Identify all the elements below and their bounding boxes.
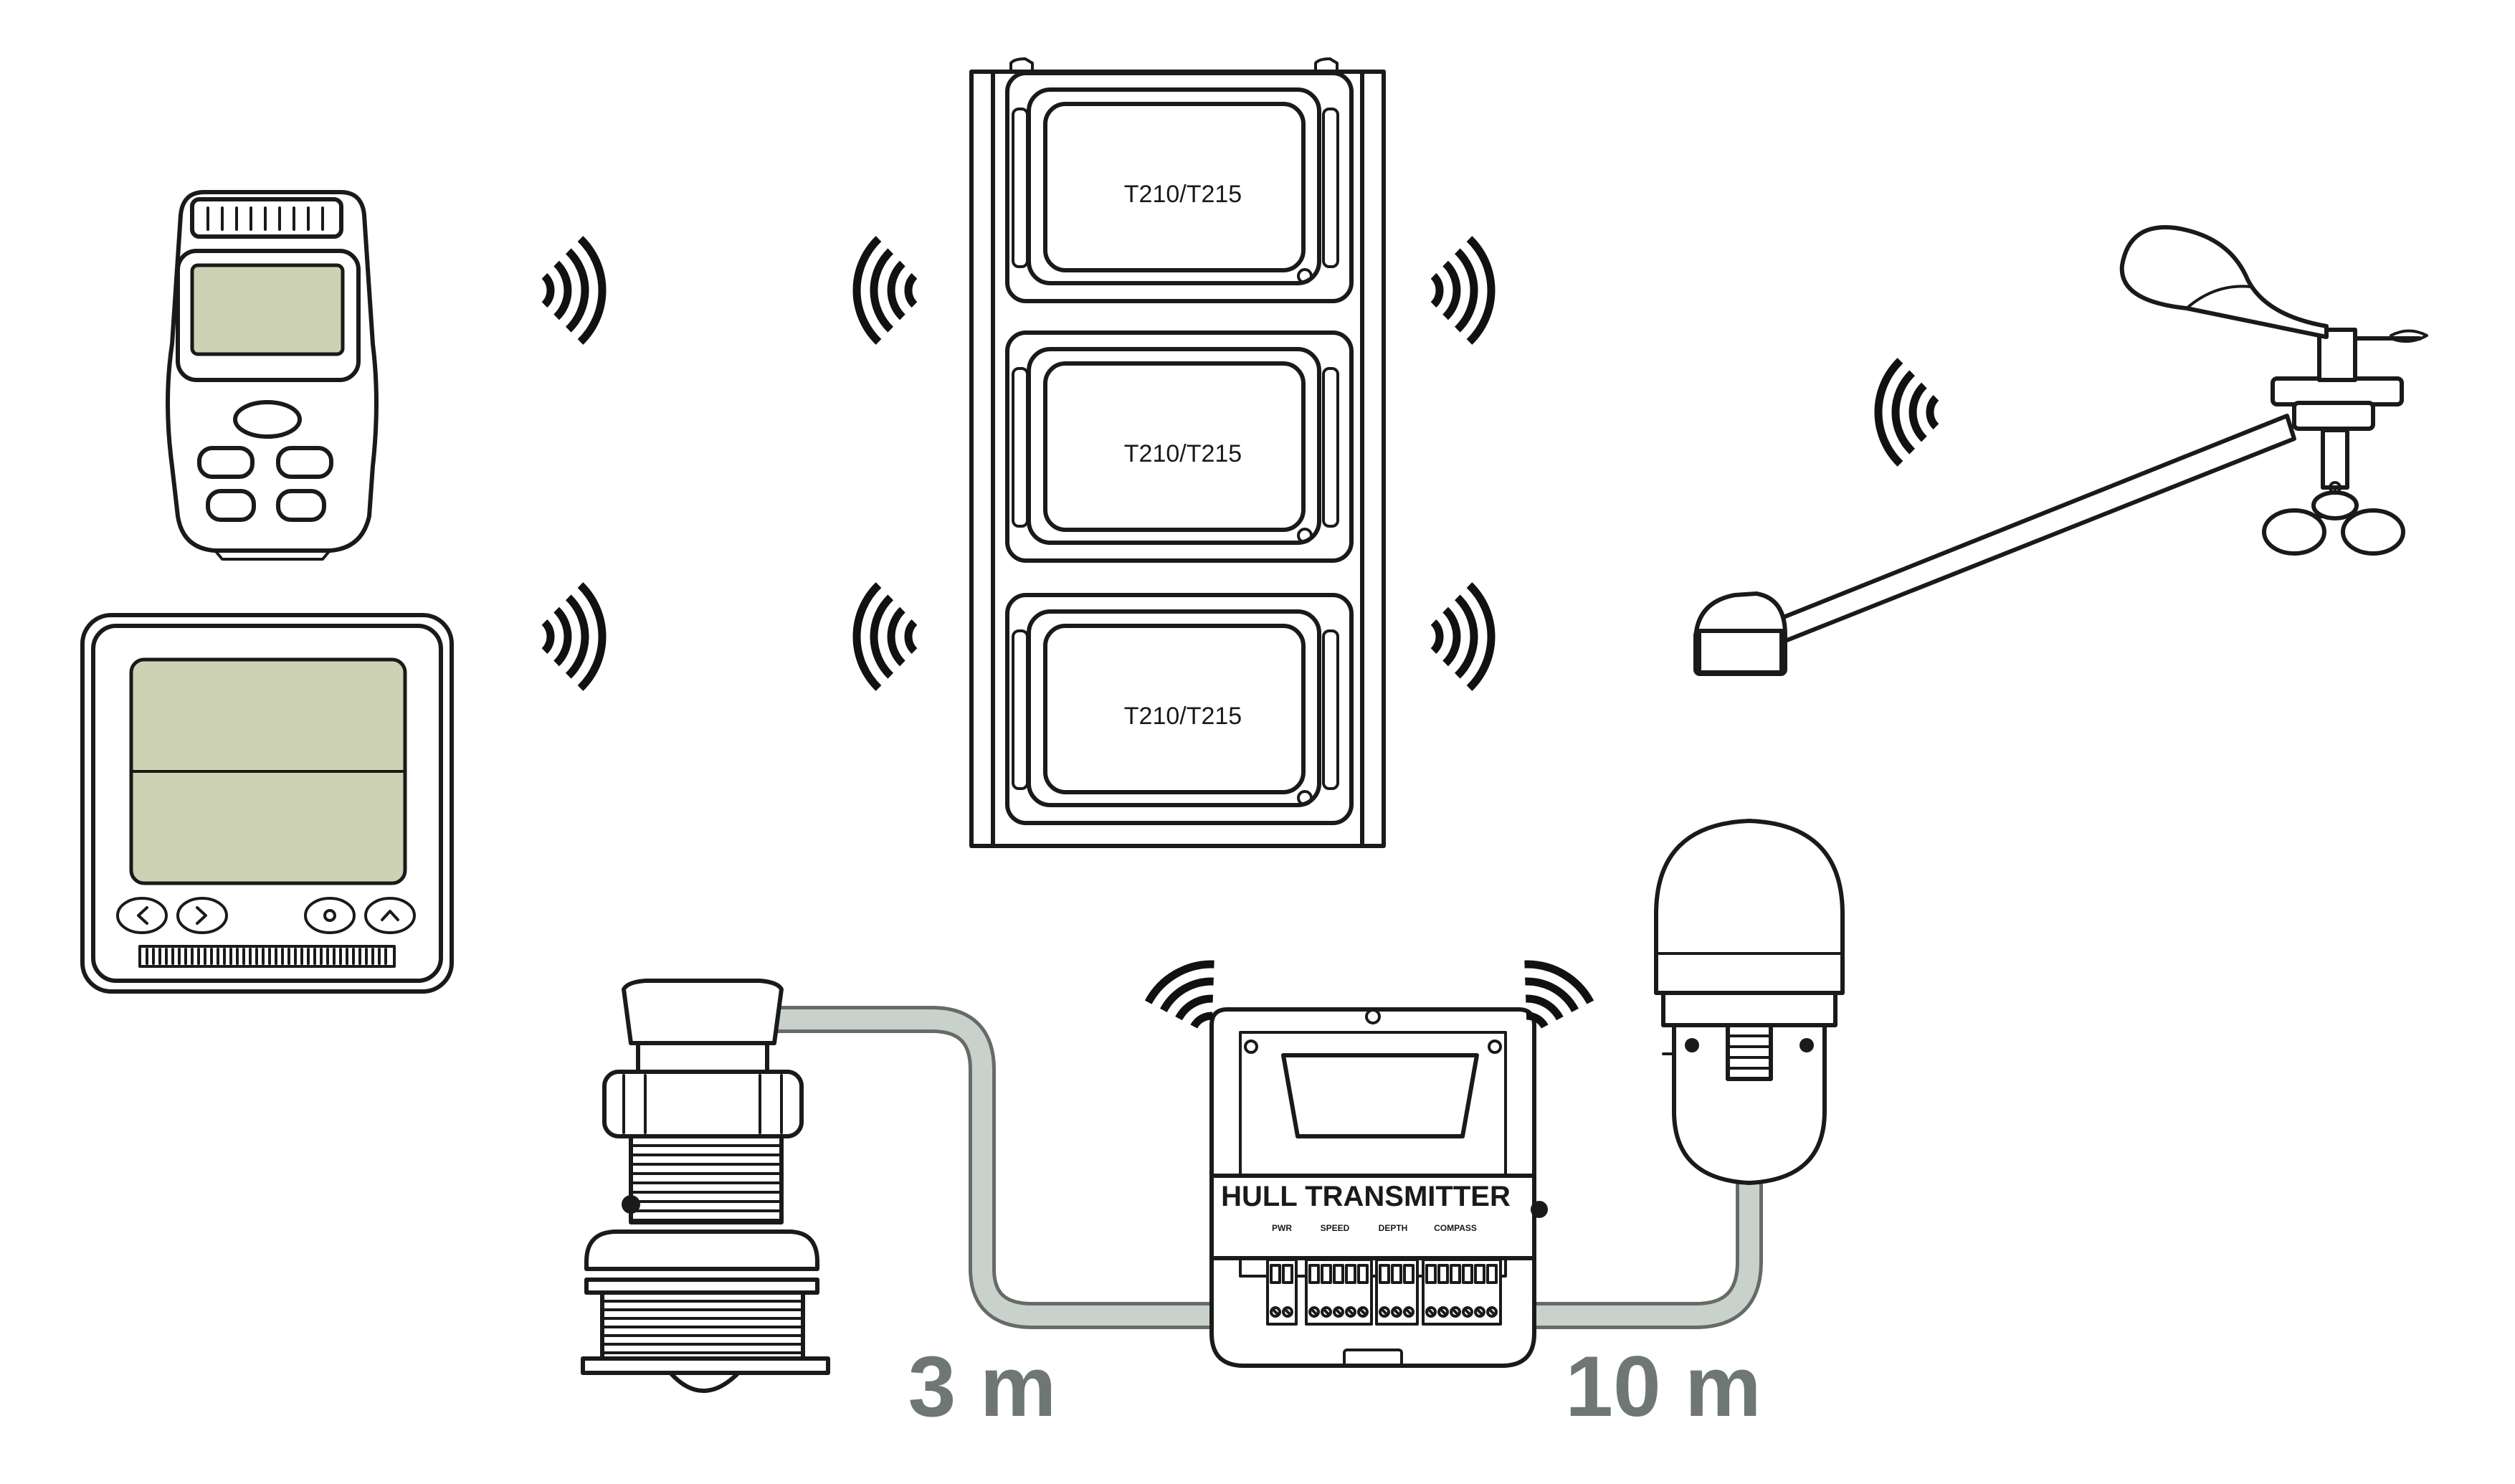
terminal-label-compass: COMPASS xyxy=(1434,1223,1477,1233)
wireless-signal-icon xyxy=(852,236,918,345)
hull-transmitter-title: HULL TRANSMITTER xyxy=(1221,1181,1511,1212)
hull-transmitter: HULL TRANSMITTER PWR SPEED DEPTH COMPASS xyxy=(1209,1007,1548,1368)
display-label: T210/T215 xyxy=(1124,703,1242,730)
fluxgate-compass-icon xyxy=(1654,819,1845,1185)
wireless-signal-icon xyxy=(541,582,607,691)
wireless-signals xyxy=(541,236,1939,1029)
display-label: T210/T215 xyxy=(1124,181,1242,208)
wireless-signal-icon xyxy=(852,582,918,691)
wireless-signal-icon xyxy=(541,236,607,345)
instrument-display-icon xyxy=(80,613,454,994)
wireless-signal-icon xyxy=(1144,960,1214,1029)
through-hull-transducer-icon xyxy=(581,979,830,1393)
wind-transducer-icon xyxy=(1693,225,2428,676)
display-stack: T210/T215 T210/T215 T210/T215 xyxy=(969,57,1386,848)
wireless-signal-icon xyxy=(1874,358,1939,467)
display-unit: T210/T215 xyxy=(1005,330,1354,563)
wireless-signal-icon xyxy=(1430,236,1496,345)
display-unit: T210/T215 xyxy=(1005,71,1354,303)
cable-length-compass: 10 m xyxy=(1565,1338,1762,1435)
wireless-signal-icon xyxy=(1524,960,1594,1029)
handheld-remote-icon xyxy=(166,190,379,561)
display-unit: T210/T215 xyxy=(1005,593,1354,825)
terminal-label-depth: DEPTH xyxy=(1379,1223,1408,1233)
display-label: T210/T215 xyxy=(1124,440,1242,467)
wireless-signal-icon xyxy=(1430,582,1496,691)
cable-length-transducer: 3 m xyxy=(908,1338,1057,1435)
compass-cable xyxy=(1534,1104,1763,1329)
transducer-cable xyxy=(778,1006,1212,1329)
terminal-label-speed: SPEED xyxy=(1321,1223,1350,1233)
terminal-label-pwr: PWR xyxy=(1272,1223,1292,1233)
